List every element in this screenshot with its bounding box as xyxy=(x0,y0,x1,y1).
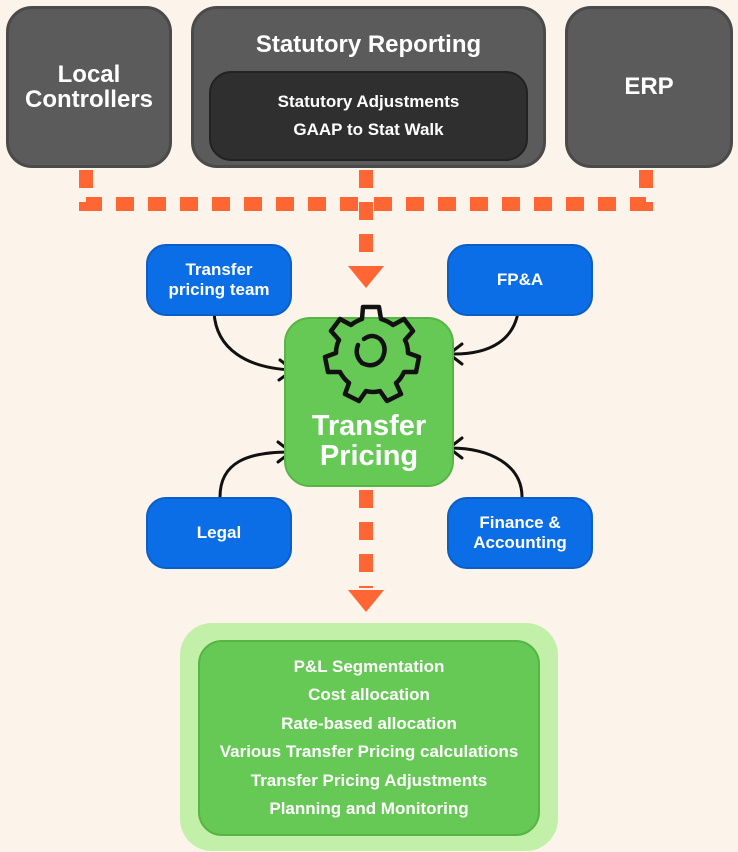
fpa-box: FP&A xyxy=(447,244,593,316)
statutory-reporting-box: Statutory Reporting Statutory Adjustment… xyxy=(191,6,546,168)
transfer-pricing-team-box: Transfer pricing team xyxy=(146,244,292,316)
tp-team-line1: Transfer xyxy=(185,260,253,279)
statutory-reporting-title: Statutory Reporting xyxy=(255,31,482,58)
tp-team-line2: pricing team xyxy=(168,280,270,299)
transfer-pricing-center-box: Transfer Pricing xyxy=(284,304,454,487)
outputs-outer-box: P&L Segmentation Cost allocation Rate-ba… xyxy=(180,623,558,851)
local-controllers-line1: Local xyxy=(57,61,121,88)
statutory-item: GAAP to Stat Walk xyxy=(293,120,444,139)
dashed-connector-local xyxy=(79,170,362,211)
output-item: P&L Segmentation xyxy=(293,656,445,676)
legal-label: Legal xyxy=(196,523,242,542)
center-line1: Transfer xyxy=(311,410,427,442)
arrow-tp-team-to-center xyxy=(212,310,294,372)
fpa-label: FP&A xyxy=(496,270,544,289)
output-item: Rate-based allocation xyxy=(281,713,457,733)
outputs-inner-box: P&L Segmentation Cost allocation Rate-ba… xyxy=(198,640,540,836)
finance-line1: Finance & xyxy=(479,513,561,532)
output-item: Cost allocation xyxy=(308,685,430,704)
transfer-pricing-label: Transfer Pricing xyxy=(286,411,452,471)
dashed-connector-erp xyxy=(370,170,653,211)
gear-icon xyxy=(322,304,422,404)
erp-box: ERP xyxy=(565,6,733,168)
statutory-item: Statutory Adjustments xyxy=(277,92,460,111)
output-item: Planning and Monitoring xyxy=(269,799,469,818)
local-controllers-line2: Controllers xyxy=(24,86,153,113)
arrowhead-into-outputs xyxy=(348,590,384,612)
arrow-legal-to-center xyxy=(218,450,292,499)
local-controllers-box: Local Controllers xyxy=(6,6,172,168)
arrowhead-into-center xyxy=(348,266,384,288)
arrow-finance-to-center xyxy=(448,446,524,499)
center-line2: Pricing xyxy=(319,440,419,472)
statutory-reporting-inner-box: Statutory Adjustments GAAP to Stat Walk xyxy=(209,71,528,161)
erp-label: ERP xyxy=(624,73,674,100)
output-item: Various Transfer Pricing calculations xyxy=(219,742,519,761)
output-item: Transfer Pricing Adjustments xyxy=(250,770,488,790)
finance-line2: Accounting xyxy=(473,533,567,552)
finance-accounting-box: Finance & Accounting xyxy=(447,497,593,569)
legal-box: Legal xyxy=(146,497,292,569)
